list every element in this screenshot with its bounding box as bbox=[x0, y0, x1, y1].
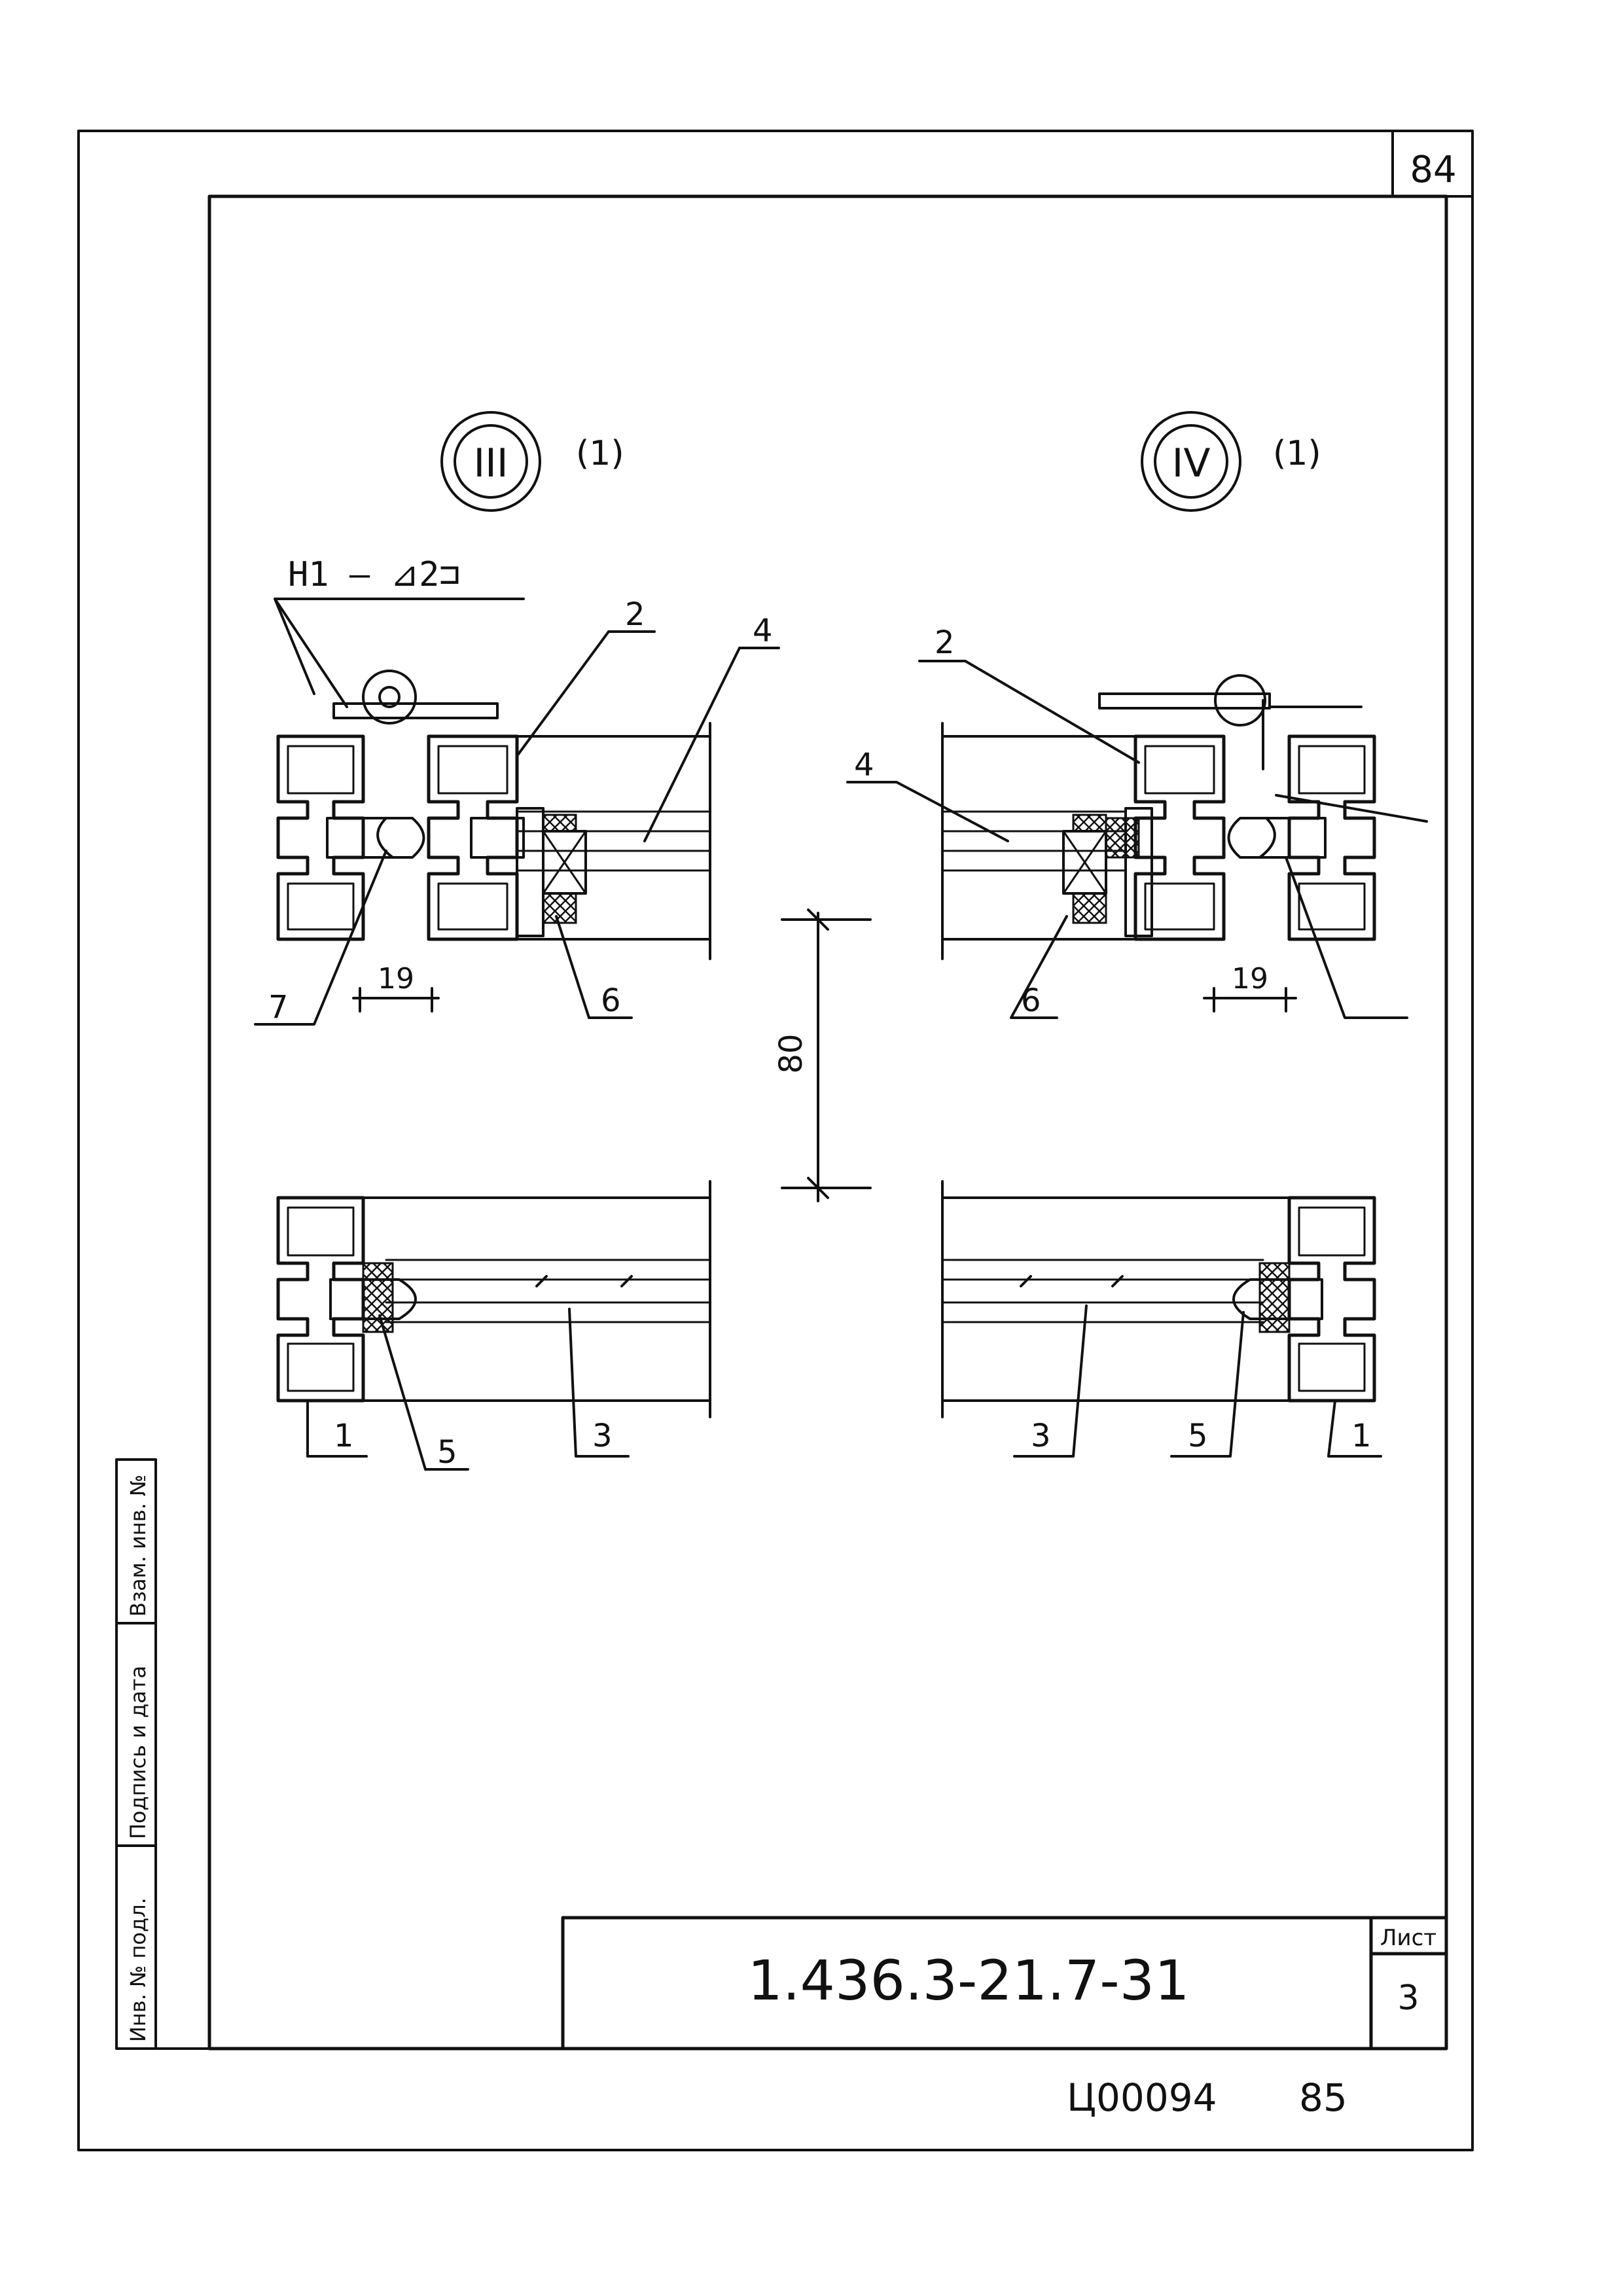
detail-III: III (1) Н1 – ⊿2⊐ 2 4 7 6 bbox=[254, 411, 780, 1471]
marker-IV-label: IV bbox=[1172, 440, 1211, 486]
detail-IV: IV (1) 2 4 6 19 bbox=[846, 411, 1428, 1458]
callout-left-4: 4 bbox=[753, 613, 773, 649]
archive-code: Ц00094 bbox=[1067, 2075, 1217, 2120]
callout-left-1: 1 bbox=[334, 1418, 354, 1454]
dim-19-left: 19 bbox=[378, 962, 414, 996]
sheet-frame bbox=[77, 130, 1474, 2151]
detail-marker-III bbox=[440, 411, 541, 512]
callout-left-5: 5 bbox=[437, 1434, 457, 1471]
callout-left-7: 7 bbox=[268, 989, 289, 1026]
callout-right-4: 4 bbox=[854, 747, 874, 783]
callout-right-3: 3 bbox=[1031, 1418, 1051, 1454]
callout-right-5: 5 bbox=[1188, 1418, 1208, 1454]
marker-III-label: III bbox=[473, 440, 508, 486]
page-number: 84 bbox=[1410, 149, 1456, 191]
marker-IV-ref: (1) bbox=[1273, 434, 1321, 473]
callout-right-6: 6 bbox=[1021, 982, 1041, 1019]
side-stamp: Взам. инв. № Подпись и дата Инв. № подл. bbox=[115, 1458, 211, 2050]
callout-left-2: 2 bbox=[625, 596, 645, 633]
title-block: 1.436.3-21.7-31 Лист 3 bbox=[561, 1916, 1448, 2051]
marker-III-ref: (1) bbox=[576, 434, 624, 473]
sheet-label: Лист bbox=[1380, 1925, 1436, 1951]
weld-note: Н1 – ⊿2⊐ bbox=[288, 555, 460, 594]
callout-right-2: 2 bbox=[935, 624, 955, 661]
stamp-replace-inv: Взам. инв. № bbox=[126, 1475, 151, 1617]
sheet-number: 3 bbox=[1397, 1979, 1419, 2018]
stamp-signature-date: Подпись и дата bbox=[126, 1666, 151, 1839]
detail-marker-IV bbox=[1141, 411, 1241, 512]
callout-right-1: 1 bbox=[1351, 1418, 1372, 1454]
archive-page: 85 bbox=[1299, 2075, 1347, 2120]
designation: 1.436.3-21.7-31 bbox=[747, 1948, 1189, 2013]
stamp-inv-no: Инв. № подл. bbox=[126, 1897, 151, 2042]
dim-80: 80 bbox=[773, 908, 872, 1202]
dim-80-label: 80 bbox=[773, 1033, 810, 1073]
dim-19-right: 19 bbox=[1232, 962, 1268, 996]
callout-left-6: 6 bbox=[601, 982, 621, 1019]
callout-left-3: 3 bbox=[592, 1418, 613, 1454]
